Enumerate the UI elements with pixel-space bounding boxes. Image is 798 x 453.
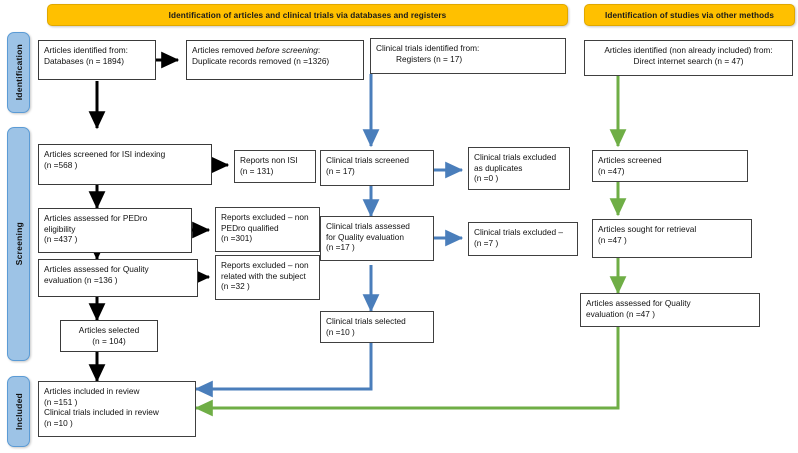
box-line: (n = 104) — [92, 335, 126, 346]
box-other-articles-assessed-quality: Articles assessed for Quality evaluation… — [580, 293, 760, 327]
box-clinical-trials-selected: Clinical trials selected (n =10 ) — [320, 311, 434, 343]
box-line: Duplicate records removed (n =1326) — [192, 55, 330, 66]
blue-flow-lines — [194, 74, 464, 398]
removed-label-prefix: Articles removed — [192, 45, 257, 55]
removed-label-italic: before screening — [256, 45, 318, 55]
banner-identification-other-methods: Identification of studies via other meth… — [584, 4, 795, 26]
box-articles-identified-databases: Articles identified from: Databases (n =… — [38, 40, 156, 80]
box-line: Articles identified (non already include… — [604, 45, 773, 55]
box-line: Articles sought for retrieval — [598, 224, 697, 234]
box-articles-identified-other-methods: Articles identified (non already include… — [584, 40, 793, 76]
box-line: for Quality evaluation — [326, 231, 404, 242]
box-line: (n = 131) — [240, 165, 274, 176]
banner-label: Identification of studies via other meth… — [605, 10, 774, 20]
box-reports-excluded-non-pedro: Reports excluded – non PEDro qualified (… — [215, 207, 320, 252]
box-line: Articles included in review — [44, 386, 140, 396]
box-line: Articles assessed for Quality — [586, 298, 691, 308]
box-articles-selected: Articles selected (n = 104) — [60, 320, 158, 352]
box-line: Clinical trials screened — [326, 155, 410, 165]
box-line: Articles assessed for PEDro — [44, 213, 148, 223]
box-line: (n =437 ) — [44, 234, 78, 245]
box-line: Clinical trials included in review — [44, 407, 159, 418]
box-line: (n =301) — [221, 233, 253, 244]
box-line: Articles identified from: — [44, 45, 128, 55]
box-line: eligibility — [44, 223, 76, 234]
box-line: as duplicates — [474, 162, 523, 173]
box-clinical-trials-excluded: Clinical trials excluded – (n =7 ) — [468, 222, 578, 256]
box-line: Registers (n = 17) — [396, 53, 463, 64]
box-line: Articles screened — [598, 155, 662, 165]
box-articles-screened-isi: Articles screened for ISI indexing (n =5… — [38, 144, 212, 185]
box-line: Reports excluded – non — [221, 260, 309, 270]
phase-label: Screening — [13, 222, 24, 266]
box-line: Clinical trials excluded — [474, 152, 557, 162]
box-line: (n =10 ) — [326, 326, 355, 337]
box-line: Clinical trials identified from: — [376, 43, 480, 53]
box-articles-assessed-quality: Articles assessed for Quality evaluation… — [38, 259, 198, 297]
box-line: Articles selected — [78, 325, 140, 335]
box-reports-non-isi: Reports non ISI (n = 131) — [234, 150, 316, 183]
box-line: Direct internet search (n = 47) — [633, 55, 744, 66]
box-clinical-trials-excluded-duplicates: Clinical trials excluded as duplicates (… — [468, 147, 570, 190]
banner-label: Identification of articles and clinical … — [168, 10, 447, 20]
box-line: (n =32 ) — [221, 281, 250, 292]
box-articles-removed-before-screening: Articles removed before screening: Dupli… — [186, 40, 364, 80]
box-line: (n =17 ) — [326, 242, 355, 253]
box-line: Articles removed before screening: — [192, 45, 358, 56]
box-articles-assessed-pedro: Articles assessed for PEDro eligibility … — [38, 208, 192, 253]
box-other-articles-sought-retrieval: Articles sought for retrieval (n =47 ) — [592, 219, 752, 258]
box-line: Clinical trials excluded – — [474, 227, 564, 237]
phase-pill-screening: Screening — [7, 127, 30, 361]
box-line: Articles screened for ISI indexing — [44, 149, 166, 159]
green-flow-lines — [194, 76, 627, 417]
box-line: Reports excluded – non — [221, 212, 309, 222]
box-line: (n =47 ) — [598, 234, 627, 245]
box-line: Clinical trials assessed — [326, 221, 410, 231]
phase-label: Identification — [13, 44, 24, 101]
box-line: related with the subject — [221, 270, 306, 281]
box-line: (n =47) — [598, 165, 625, 176]
box-line: (n = 17) — [326, 165, 355, 176]
box-line: evaluation (n =47 ) — [586, 308, 655, 319]
box-line: Clinical trials selected — [326, 316, 406, 326]
box-line: PEDro qualified — [221, 222, 279, 233]
box-clinical-trials-assessed-quality: Clinical trials assessed for Quality eva… — [320, 216, 434, 261]
box-line: Databases (n = 1894) — [44, 55, 125, 66]
box-line: Articles assessed for Quality — [44, 264, 149, 274]
phase-label: Included — [13, 393, 24, 430]
box-line: evaluation (n =136 ) — [44, 274, 118, 285]
black-flow-lines — [88, 51, 230, 383]
box-line: Reports non ISI — [240, 155, 298, 165]
box-clinical-trials-screened: Clinical trials screened (n = 17) — [320, 150, 434, 186]
banner-identification-databases: Identification of articles and clinical … — [47, 4, 568, 26]
box-line: (n =0 ) — [474, 173, 499, 184]
box-line: (n =568 ) — [44, 159, 78, 170]
box-line: (n =151 ) — [44, 396, 78, 407]
removed-label-suffix: : — [317, 45, 321, 55]
phase-pill-identification: Identification — [7, 32, 30, 113]
phase-pill-included: Included — [7, 376, 30, 447]
box-reports-excluded-non-related: Reports excluded – non related with the … — [215, 255, 320, 300]
box-line: (n =10 ) — [44, 417, 73, 428]
box-line: (n =7 ) — [474, 237, 499, 248]
box-other-articles-screened: Articles screened (n =47) — [592, 150, 748, 182]
box-studies-included-in-review: Articles included in review (n =151 ) Cl… — [38, 381, 196, 437]
box-clinical-trials-identified-registers: Clinical trials identified from: Registe… — [370, 38, 566, 74]
